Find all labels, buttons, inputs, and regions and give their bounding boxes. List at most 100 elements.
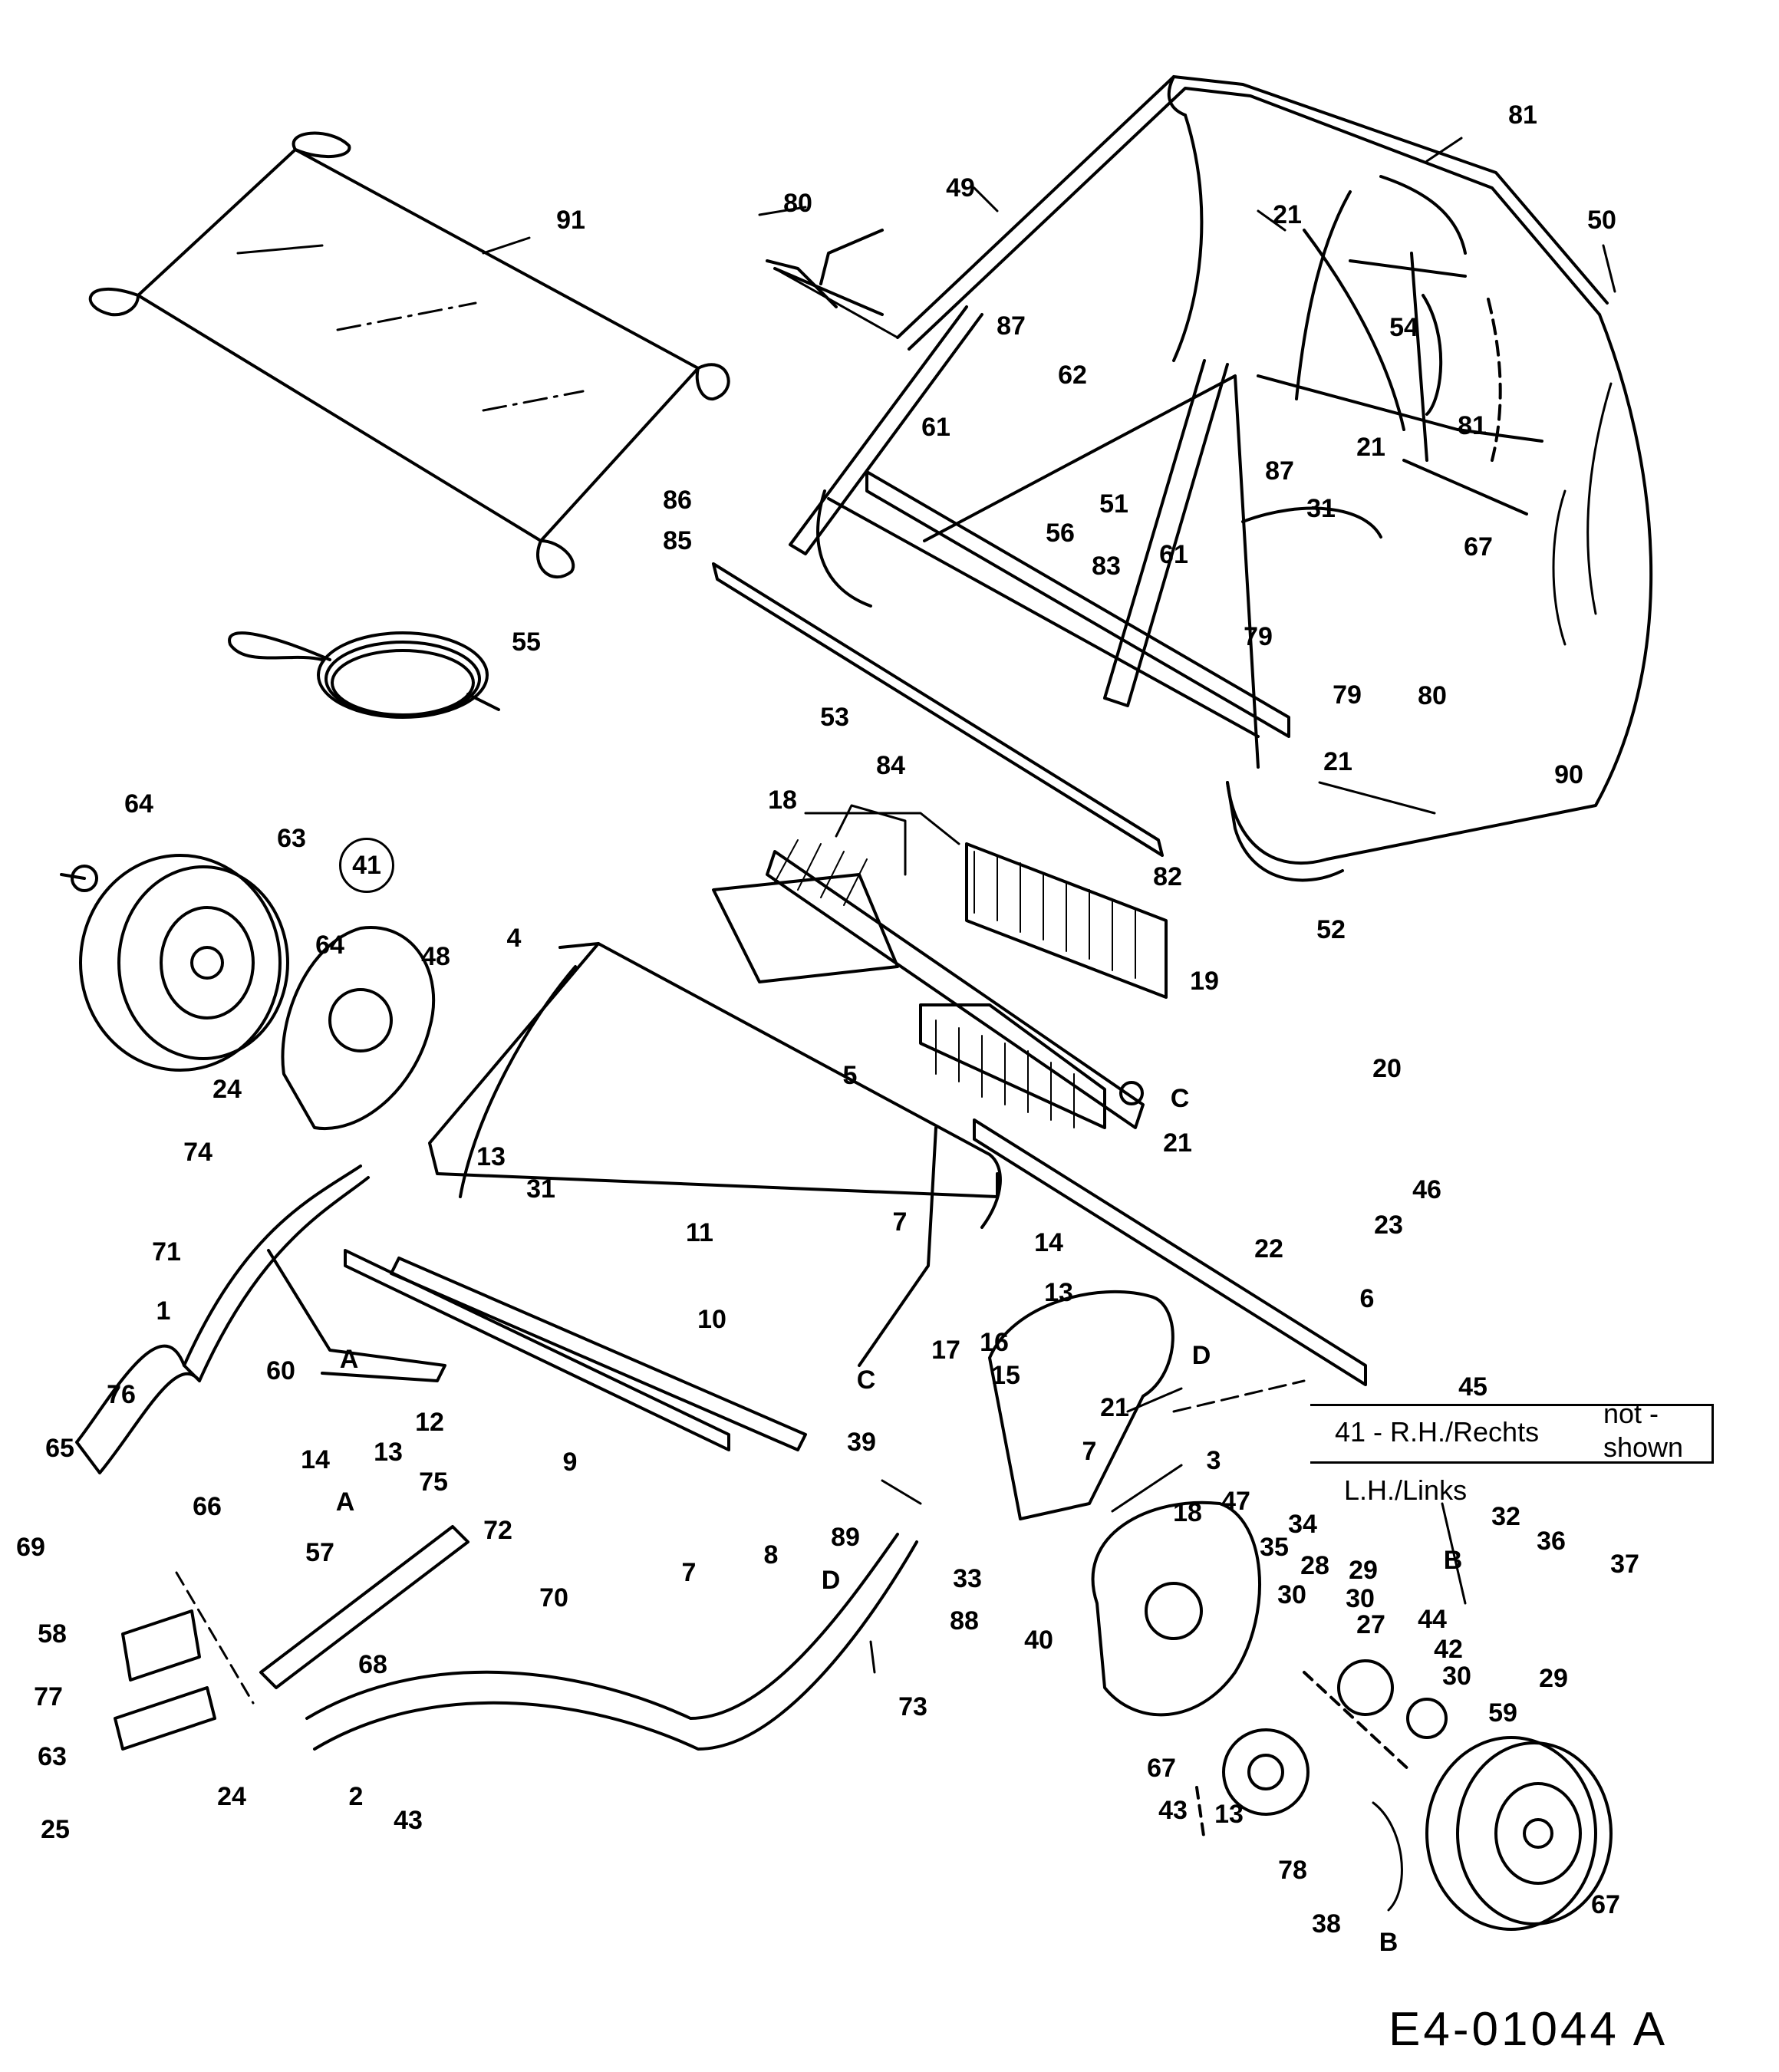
part-callout: 78 (1278, 1856, 1307, 1885)
part-callout: 56 (1046, 519, 1075, 548)
part-callout: 21 (1323, 747, 1352, 776)
brush-assembly (712, 804, 1168, 1129)
part-callout: 75 (419, 1468, 448, 1497)
part-callout: 86 (663, 486, 692, 515)
part-callout: 14 (301, 1445, 330, 1474)
main-housing (344, 942, 1367, 1451)
part-callout: B (1443, 1546, 1463, 1575)
side-plates (281, 926, 1261, 1717)
part-callout: 85 (663, 526, 692, 555)
part-callout: 7 (892, 1207, 908, 1237)
catcher-frame-bars (712, 470, 1290, 857)
handle-assembly (75, 1164, 918, 1751)
part-callout: 62 (1058, 361, 1087, 390)
part-callout: C (856, 1365, 876, 1395)
part-callout: 14 (1034, 1228, 1063, 1257)
part-callout: 21 (1163, 1128, 1192, 1158)
part-callout: 61 (921, 413, 950, 442)
part-callout: 29 (1349, 1556, 1378, 1585)
part-callout: 46 (1412, 1175, 1441, 1204)
tarp-cover-sheet (88, 131, 730, 579)
part-callout: 45 (1458, 1372, 1487, 1402)
note-shown-label: shown (1603, 1431, 1684, 1463)
part-callout: 21 (1273, 200, 1302, 229)
part-callout: 66 (193, 1492, 222, 1521)
part-callout: 55 (512, 628, 541, 657)
part-callout: 30 (1277, 1580, 1306, 1609)
part-callout: 81 (1458, 411, 1487, 440)
part-callout: 10 (697, 1305, 726, 1334)
part-callout: 35 (1260, 1533, 1289, 1562)
part-callout: 9 (562, 1448, 578, 1477)
part-callout: 65 (45, 1434, 74, 1463)
part-callout: 38 (1312, 1909, 1341, 1939)
part-callout: 22 (1254, 1234, 1283, 1263)
part-callout: 5 (842, 1061, 858, 1090)
part-callout: 88 (950, 1606, 979, 1636)
part-callout: 89 (831, 1523, 860, 1552)
part-callout: 34 (1288, 1510, 1317, 1539)
part-callout: 67 (1464, 532, 1493, 562)
part-callout: 57 (305, 1538, 334, 1567)
leader-lines (175, 137, 1616, 1705)
part-callout: 50 (1587, 206, 1616, 235)
part-callout: 68 (358, 1650, 387, 1679)
part-callout: 17 (931, 1336, 960, 1365)
part-callout: 1 (156, 1296, 171, 1326)
part-callout: 87 (997, 311, 1026, 341)
part-callout: 13 (1044, 1278, 1073, 1307)
part-callout: 18 (768, 786, 797, 815)
part-callout: 79 (1244, 622, 1273, 651)
part-callout: 40 (1024, 1626, 1053, 1655)
part-callout: 84 (876, 751, 905, 780)
part-callout: 44 (1418, 1605, 1447, 1634)
part-callout: 53 (820, 703, 849, 732)
part-callout: C (1170, 1084, 1190, 1113)
part-callout: 3 (1206, 1446, 1221, 1475)
part-callout: 80 (783, 189, 812, 218)
part-callout: 21 (1356, 433, 1385, 462)
left-wheel (60, 854, 289, 1072)
part-callout: 42 (1434, 1635, 1463, 1664)
part-callout: 60 (266, 1356, 295, 1385)
drive-gears (1195, 1659, 1448, 1912)
note-rh-label: 41 - R.H./Rechts (1335, 1416, 1540, 1448)
note-not-label: not - (1603, 1398, 1659, 1429)
part-callout: 49 (946, 173, 975, 203)
part-callout: D (1191, 1341, 1211, 1370)
part-callout: 21 (1100, 1393, 1129, 1422)
part-callout: 28 (1300, 1551, 1329, 1580)
part-callout: 79 (1333, 680, 1362, 710)
part-callout: 7 (681, 1558, 697, 1587)
part-callout: 81 (1508, 100, 1537, 130)
part-callout: 31 (1306, 494, 1336, 523)
part-callout: 43 (394, 1806, 423, 1835)
part-callout: 83 (1092, 552, 1121, 581)
part-callout: 71 (152, 1237, 181, 1267)
part-callout: 51 (1099, 489, 1128, 519)
reference-circle: 41 (339, 838, 394, 893)
reference-circle-label: 41 (352, 850, 381, 880)
part-callout: 87 (1265, 456, 1294, 486)
part-callout: 32 (1491, 1502, 1520, 1531)
part-callout: A (335, 1487, 355, 1517)
part-callout: 39 (847, 1428, 876, 1457)
part-callout: 67 (1591, 1890, 1620, 1919)
part-callout: 90 (1554, 760, 1583, 789)
not-shown-note-box (1310, 1404, 1714, 1464)
part-callout: 70 (539, 1583, 568, 1612)
part-callout: 30 (1346, 1584, 1375, 1613)
part-callout: 61 (1159, 540, 1188, 569)
part-callout: A (339, 1345, 359, 1374)
part-callout: 59 (1488, 1698, 1517, 1728)
part-callout: 36 (1537, 1527, 1566, 1556)
part-callout: B (1379, 1928, 1398, 1957)
part-callout: 24 (217, 1782, 246, 1811)
part-callout: 54 (1389, 313, 1418, 342)
part-callout: 74 (183, 1138, 212, 1167)
part-callout: 33 (953, 1564, 982, 1593)
part-callout: 80 (1418, 681, 1447, 710)
part-callout: 11 (686, 1218, 713, 1247)
drawing-code: E4-01044 A (1389, 2003, 1669, 2056)
